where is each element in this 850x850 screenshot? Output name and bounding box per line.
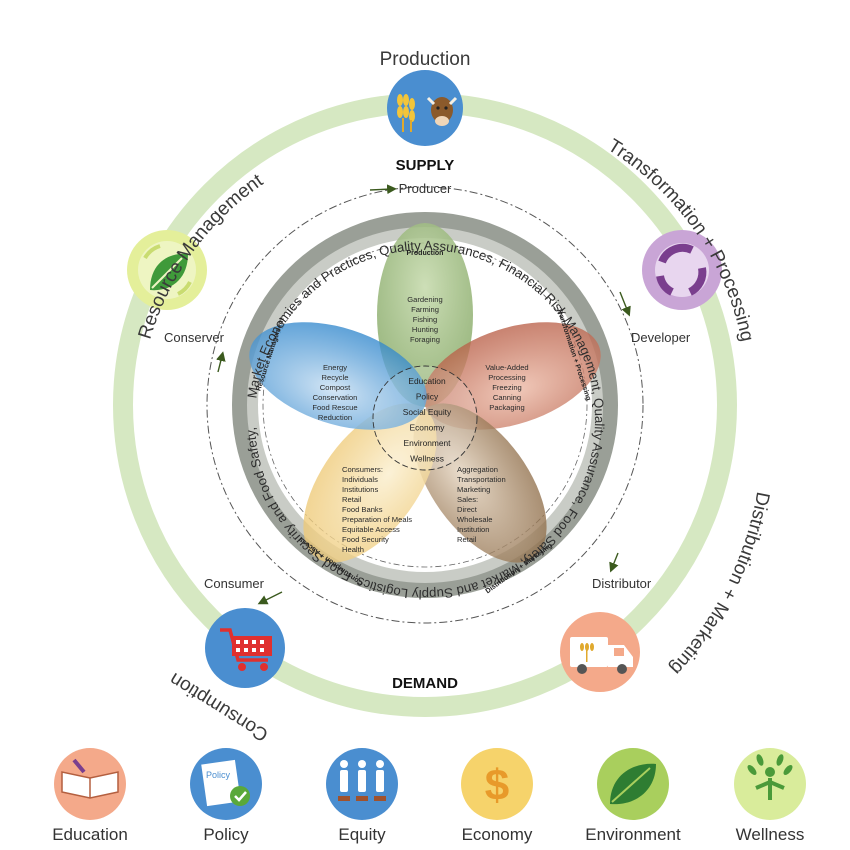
cycle-arrow-developer	[619, 291, 631, 317]
petal-title-production: Production	[407, 250, 444, 257]
petal-consumption	[303, 403, 437, 563]
consumption-item-line: Individuals	[342, 475, 378, 484]
production-icon	[387, 70, 463, 146]
cycle-arrow-conserver	[216, 351, 226, 373]
distribution-item-line: Transportation	[457, 475, 506, 484]
bottom-label-wellness: Wellness	[736, 825, 805, 844]
cycle-arrow-consumer	[257, 591, 283, 605]
petal-resource	[249, 322, 427, 430]
flower	[249, 223, 601, 563]
petal-transformation	[423, 322, 601, 430]
bottom-label-policy: Policy	[203, 825, 249, 844]
shopping-cart-icon	[220, 628, 272, 671]
bottom-equity-icon	[326, 748, 398, 820]
role-developer: Developer	[631, 330, 691, 345]
consumption-item-line: Health	[342, 545, 364, 554]
role-consumer: Consumer	[204, 576, 265, 591]
petal-distribution	[413, 403, 547, 563]
distribution-item-line: Sales:	[457, 495, 478, 504]
production-item-line: Farming	[411, 305, 439, 314]
dollar-sign-icon: $	[485, 761, 509, 810]
center-item-line: Policy	[416, 392, 439, 402]
resource-item-line: Recycle	[321, 373, 348, 382]
resource-item-line: Conservation	[313, 393, 358, 402]
center-item-line: Wellness	[410, 454, 444, 464]
cycle-arrow-producer	[369, 184, 397, 195]
production-item-line: Gardening	[407, 295, 442, 304]
resource-item-line: Reduction	[318, 413, 352, 422]
policy-icon-text: Policy	[206, 770, 231, 780]
stage-title-production: Production	[380, 49, 471, 70]
transformation-item-line: Packaging	[489, 403, 524, 412]
consumption-item-line: Preparation of Meals	[342, 515, 412, 524]
bottom-label-education: Education	[52, 825, 128, 844]
bottom-label-environment: Environment	[585, 825, 681, 844]
bottom-label-equity: Equity	[338, 825, 386, 844]
bottom-education-icon	[54, 748, 126, 820]
distribution-item-line: Wholesale	[457, 515, 492, 524]
bottom-environment-icon	[597, 748, 669, 820]
consumption-item-line: Institutions	[342, 485, 379, 494]
role-producer: Producer	[399, 181, 452, 196]
resource-icon	[127, 230, 207, 310]
transformation-item-line: Value-Added	[485, 363, 528, 372]
resource-item-line: Food Rescue	[312, 403, 357, 412]
consumption-icon	[205, 608, 285, 688]
supply-label: SUPPLY	[396, 157, 455, 174]
transformation-item-line: Freezing	[492, 383, 522, 392]
leaf-icon	[150, 253, 188, 291]
bottom-policy-icon: Policy	[190, 748, 262, 820]
bottom-wellness-icon	[734, 748, 806, 820]
center-item-line: Social Equity	[403, 407, 452, 417]
consumption-item-line: Retail	[342, 495, 362, 504]
center-item-line: Economy	[410, 423, 446, 433]
resource-item-line: Compost	[320, 383, 351, 392]
transformation-item-line: Canning	[493, 393, 521, 402]
production-item-line: Foraging	[410, 335, 440, 344]
center-item-line: Education	[408, 376, 446, 386]
consumption-item-line: Consumers:	[342, 465, 383, 474]
cycle-arrow-distributor	[609, 552, 619, 573]
consumption-item-line: Food Security	[342, 535, 389, 544]
bottom-economy-icon: $	[461, 748, 533, 820]
consumption-item-line: Equitable Access	[342, 525, 400, 534]
center-circle	[372, 365, 478, 471]
distribution-item-line: Aggregation	[457, 465, 498, 474]
consumption-item-line: Food Banks	[342, 505, 383, 514]
center-item-line: Environment	[403, 438, 451, 448]
stage-title-distribution: Distribution + Marketing	[665, 490, 773, 679]
distribution-icon	[560, 612, 640, 692]
distribution-item-line: Marketing	[457, 485, 490, 494]
bottom-label-economy: Economy	[462, 825, 533, 844]
production-item-line: Fishing	[413, 315, 437, 324]
recycle-arrows-icon	[656, 243, 707, 296]
demand-label: DEMAND	[392, 675, 458, 692]
distribution-item-line: Institution	[457, 525, 490, 534]
cow-icon	[426, 96, 458, 126]
transformation-item-line: Processing	[488, 373, 526, 382]
stage-title-distribution-path: Distribution + Marketing	[665, 490, 773, 679]
production-item-line: Hunting	[412, 325, 438, 334]
cycle-ring	[206, 186, 644, 624]
role-distributor: Distributor	[592, 576, 652, 591]
wheat-icon	[397, 94, 415, 132]
inner-dashed-ring	[262, 242, 588, 568]
truck-icon	[570, 637, 633, 674]
distribution-item-line: Retail	[457, 535, 477, 544]
role-conserver: Conserver	[164, 330, 225, 345]
transformation-icon	[642, 230, 722, 310]
distribution-item-line: Direct	[457, 505, 478, 514]
resource-item-line: Energy	[323, 363, 347, 372]
